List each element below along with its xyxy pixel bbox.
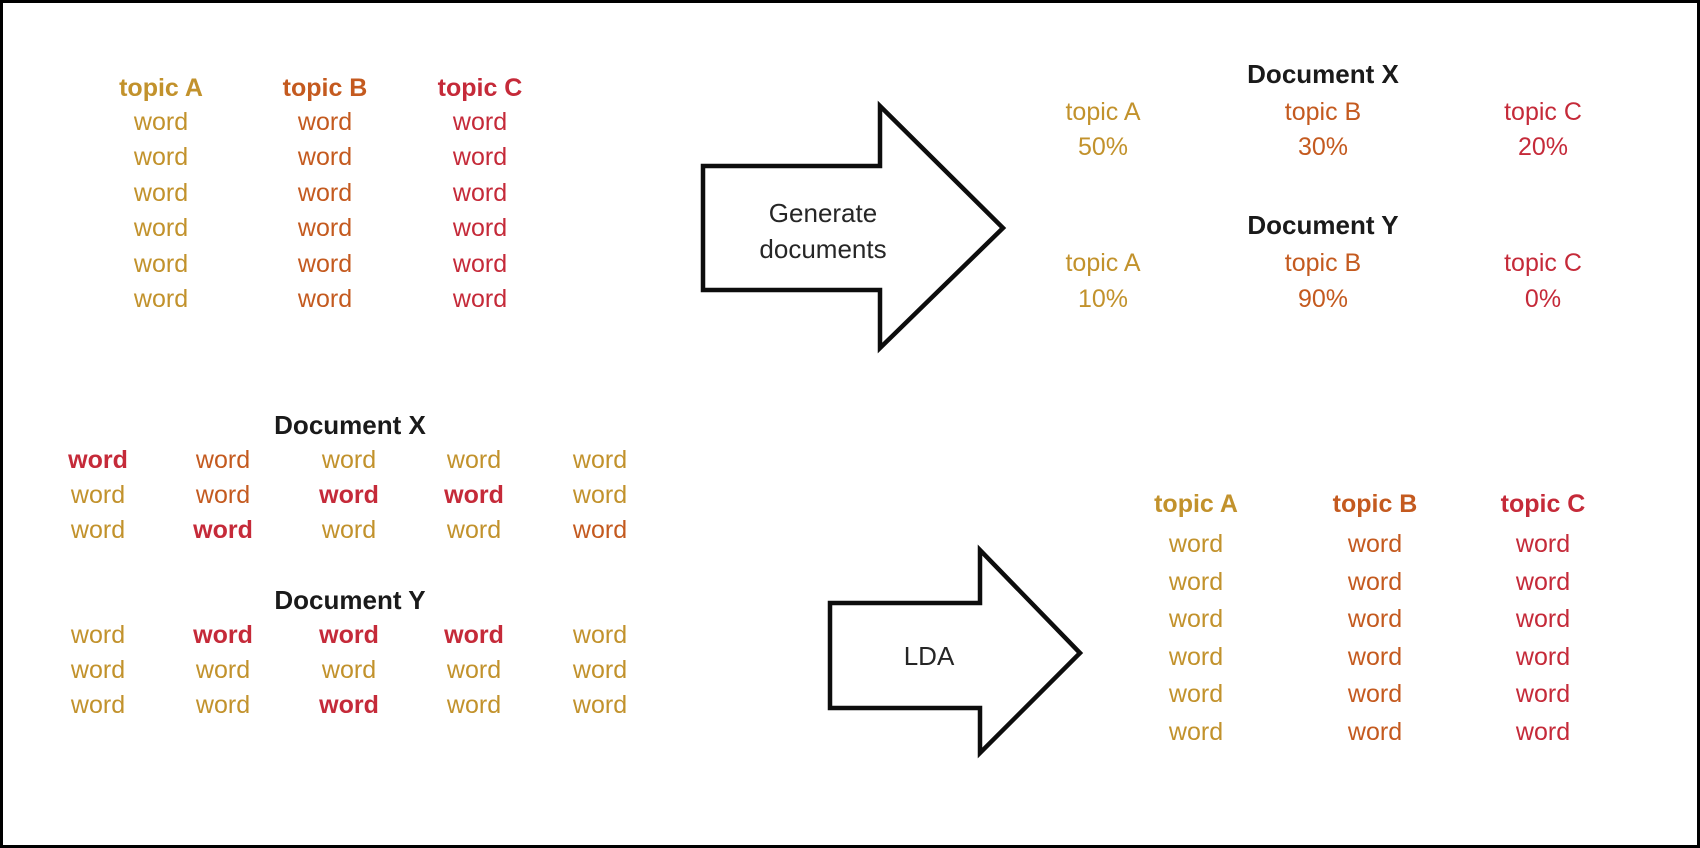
topic-word: word <box>133 178 189 207</box>
topic-word: word <box>297 214 353 243</box>
topic-proportion-value: 20% <box>1517 133 1569 161</box>
word-cell: word <box>444 621 504 649</box>
topic-word: word <box>1347 567 1403 596</box>
word-cell: word <box>70 691 126 719</box>
generate-arrow-label-line1: Generate <box>768 198 878 228</box>
topic-word: word <box>452 143 508 172</box>
topic-word: word <box>133 214 189 243</box>
topic-word: word <box>1168 717 1224 746</box>
word-cell: word <box>446 446 502 474</box>
word-cell: word <box>321 656 377 684</box>
topic-proportion-value: 30% <box>1297 133 1349 161</box>
topic-word: word <box>297 285 353 313</box>
topic-word: word <box>297 143 353 172</box>
topic-column-header: topic A <box>1154 490 1238 518</box>
word-cell: word <box>70 621 126 649</box>
word-cell: word <box>319 621 379 649</box>
topic-proportion-label: topic A <box>1065 98 1141 126</box>
topic-word: word <box>452 285 508 313</box>
topic-word: word <box>1168 642 1224 671</box>
word-cell: word <box>446 691 502 719</box>
word-cell: word <box>319 691 379 719</box>
topic-proportion-label: topic C <box>1504 98 1582 126</box>
word-cell: word <box>193 516 253 544</box>
document-title: Document Y <box>1247 210 1399 240</box>
topic-proportion-value: 0% <box>1524 285 1562 313</box>
topic-proportion-value: 90% <box>1297 285 1349 313</box>
topic-word: word <box>297 178 353 207</box>
topic-word: word <box>1515 717 1571 746</box>
generate-arrow-label-line2: documents <box>759 234 887 264</box>
topic-word: word <box>452 178 508 207</box>
topic-column-header: topic B <box>1332 490 1418 518</box>
topic-word: word <box>1168 680 1224 708</box>
topic-word: word <box>1347 680 1403 708</box>
topic-word: word <box>1347 530 1403 558</box>
topic-proportion-label: topic A <box>1065 249 1141 277</box>
topic-column-header: topic B <box>282 74 368 102</box>
topic-proportion-label: topic B <box>1284 98 1362 126</box>
topic-word: word <box>133 143 189 172</box>
topic-word: word <box>1515 680 1571 708</box>
document-title: Document X <box>274 410 426 440</box>
word-cell: word <box>70 656 126 684</box>
arrow-layer <box>700 100 1084 759</box>
word-cell: word <box>195 691 251 719</box>
word-cell: word <box>70 481 126 509</box>
word-cell: word <box>572 656 628 684</box>
word-cell: word <box>195 481 251 509</box>
topic-word: word <box>1347 717 1403 746</box>
generate-arrow-label: Generate documents <box>703 195 943 267</box>
word-cell: word <box>195 656 251 684</box>
word-cell: word <box>193 621 253 649</box>
topic-proportion-value: 50% <box>1077 133 1129 161</box>
topic-word: word <box>452 108 508 136</box>
document-title: Document Y <box>274 585 426 615</box>
word-cell: word <box>572 516 628 544</box>
word-cell: word <box>572 446 628 474</box>
topic-proportion-value: 10% <box>1077 285 1129 313</box>
topic-word: word <box>133 249 189 278</box>
topic-word: word <box>452 214 508 243</box>
word-cell: word <box>70 516 126 544</box>
topic-word: word <box>1347 642 1403 671</box>
topic-column-header: topic C <box>1500 490 1586 518</box>
topic-column-header: topic C <box>437 74 523 102</box>
topic-word: word <box>1168 567 1224 596</box>
word-cell: word <box>572 691 628 719</box>
word-cell: word <box>321 516 377 544</box>
topic-word: word <box>1168 530 1224 558</box>
word-cell: word <box>444 481 504 509</box>
topic-proportion-label: topic C <box>1504 249 1582 277</box>
topic-word: word <box>133 285 189 313</box>
topic-word: word <box>1515 530 1571 558</box>
topic-word: word <box>1168 605 1224 633</box>
word-cell: word <box>321 446 377 474</box>
topic-word: word <box>297 108 353 136</box>
word-cell: word <box>446 516 502 544</box>
document-title: Document X <box>1247 59 1399 89</box>
lda-arrow-label: LDA <box>903 641 955 671</box>
word-cell: word <box>572 621 628 649</box>
word-cell: word <box>68 446 128 474</box>
topic-word: word <box>1347 605 1403 633</box>
word-cell: word <box>572 481 628 509</box>
topic-word: word <box>297 249 353 278</box>
word-cell: word <box>446 656 502 684</box>
lda-arrow <box>827 544 1084 759</box>
topic-word: word <box>133 108 189 136</box>
topic-word: word <box>1515 567 1571 596</box>
generate-documents-arrow <box>700 100 1007 354</box>
topic-word: word <box>452 249 508 278</box>
word-cell: word <box>195 446 251 474</box>
topic-word: word <box>1515 642 1571 671</box>
topic-column-header: topic A <box>119 74 203 102</box>
word-cell: word <box>319 481 379 509</box>
topic-word: word <box>1515 605 1571 633</box>
topic-proportion-label: topic B <box>1284 249 1362 277</box>
